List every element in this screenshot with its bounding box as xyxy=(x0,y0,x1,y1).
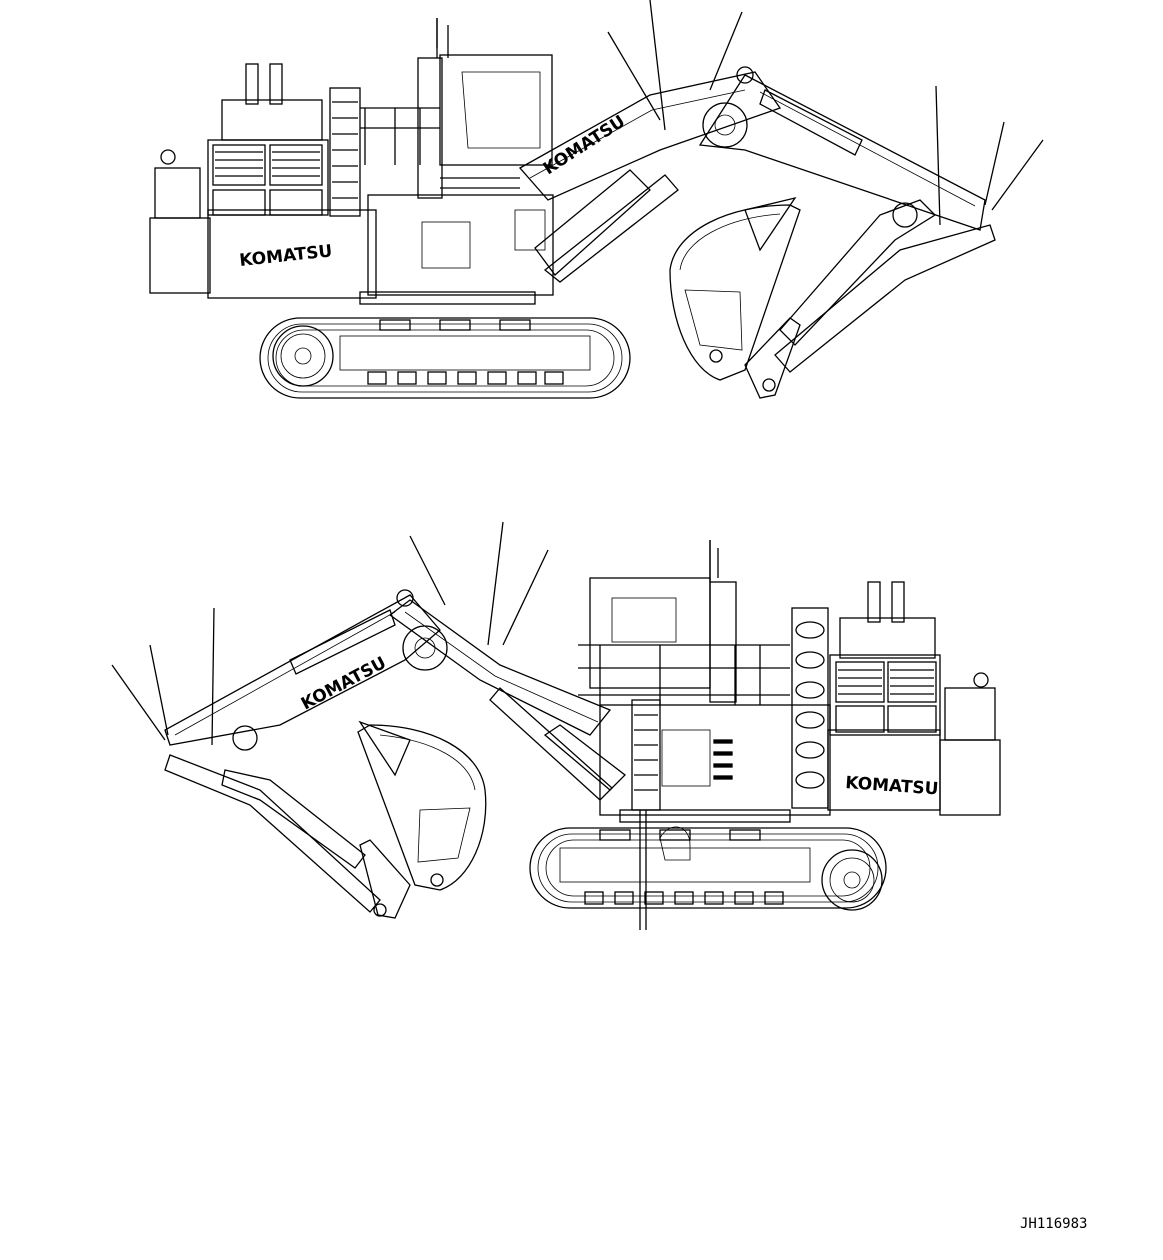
decal-stripes xyxy=(713,739,733,780)
upper-structure: KOMATSU xyxy=(149,18,554,305)
sprocket-wheel xyxy=(272,325,334,387)
bucket xyxy=(669,204,801,381)
arm xyxy=(698,74,986,231)
boom xyxy=(388,599,612,736)
boom-cylinder xyxy=(543,174,679,283)
radiator-column xyxy=(791,607,829,809)
right-side-view: KOMATSU KOMATSU xyxy=(111,521,1001,930)
boom-foot-pin xyxy=(402,625,448,671)
brand-logo: KOMATSU xyxy=(845,773,939,799)
sprocket-wheel xyxy=(821,849,883,911)
crawler-track xyxy=(529,827,887,911)
arm xyxy=(164,594,441,746)
leader-lines xyxy=(111,521,711,746)
counterweight xyxy=(939,739,1001,816)
access-ladder xyxy=(631,699,661,811)
leader-lines xyxy=(436,0,1044,226)
brand-logo: KOMATSU xyxy=(238,241,333,271)
exhaust-stack xyxy=(891,581,905,623)
crawler-track xyxy=(259,317,631,399)
operator-cab xyxy=(439,54,553,166)
upper-structure: KOMATSU xyxy=(578,540,1001,930)
arm-cylinder xyxy=(774,224,996,373)
exhaust-stack xyxy=(269,63,283,105)
arm-cylinder xyxy=(164,754,381,913)
boom xyxy=(518,71,782,201)
exhaust-stack xyxy=(867,581,881,623)
front-attachment: KOMATSU xyxy=(164,589,626,919)
boom-foot-pin xyxy=(702,102,748,148)
front-attachment: KOMATSU xyxy=(518,66,996,399)
bucket xyxy=(357,724,487,891)
drawing-code: JH116983 xyxy=(1020,1216,1087,1232)
access-ladder xyxy=(329,87,361,217)
counterweight xyxy=(149,217,211,294)
left-side-view: KOMATSU KOMATSU xyxy=(149,0,1044,399)
boom-logo: KOMATSU xyxy=(298,653,390,714)
boom-logo: KOMATSU xyxy=(540,112,629,180)
boom-cylinder xyxy=(489,687,613,801)
operator-cab xyxy=(589,577,711,689)
exhaust-stack xyxy=(245,63,259,105)
